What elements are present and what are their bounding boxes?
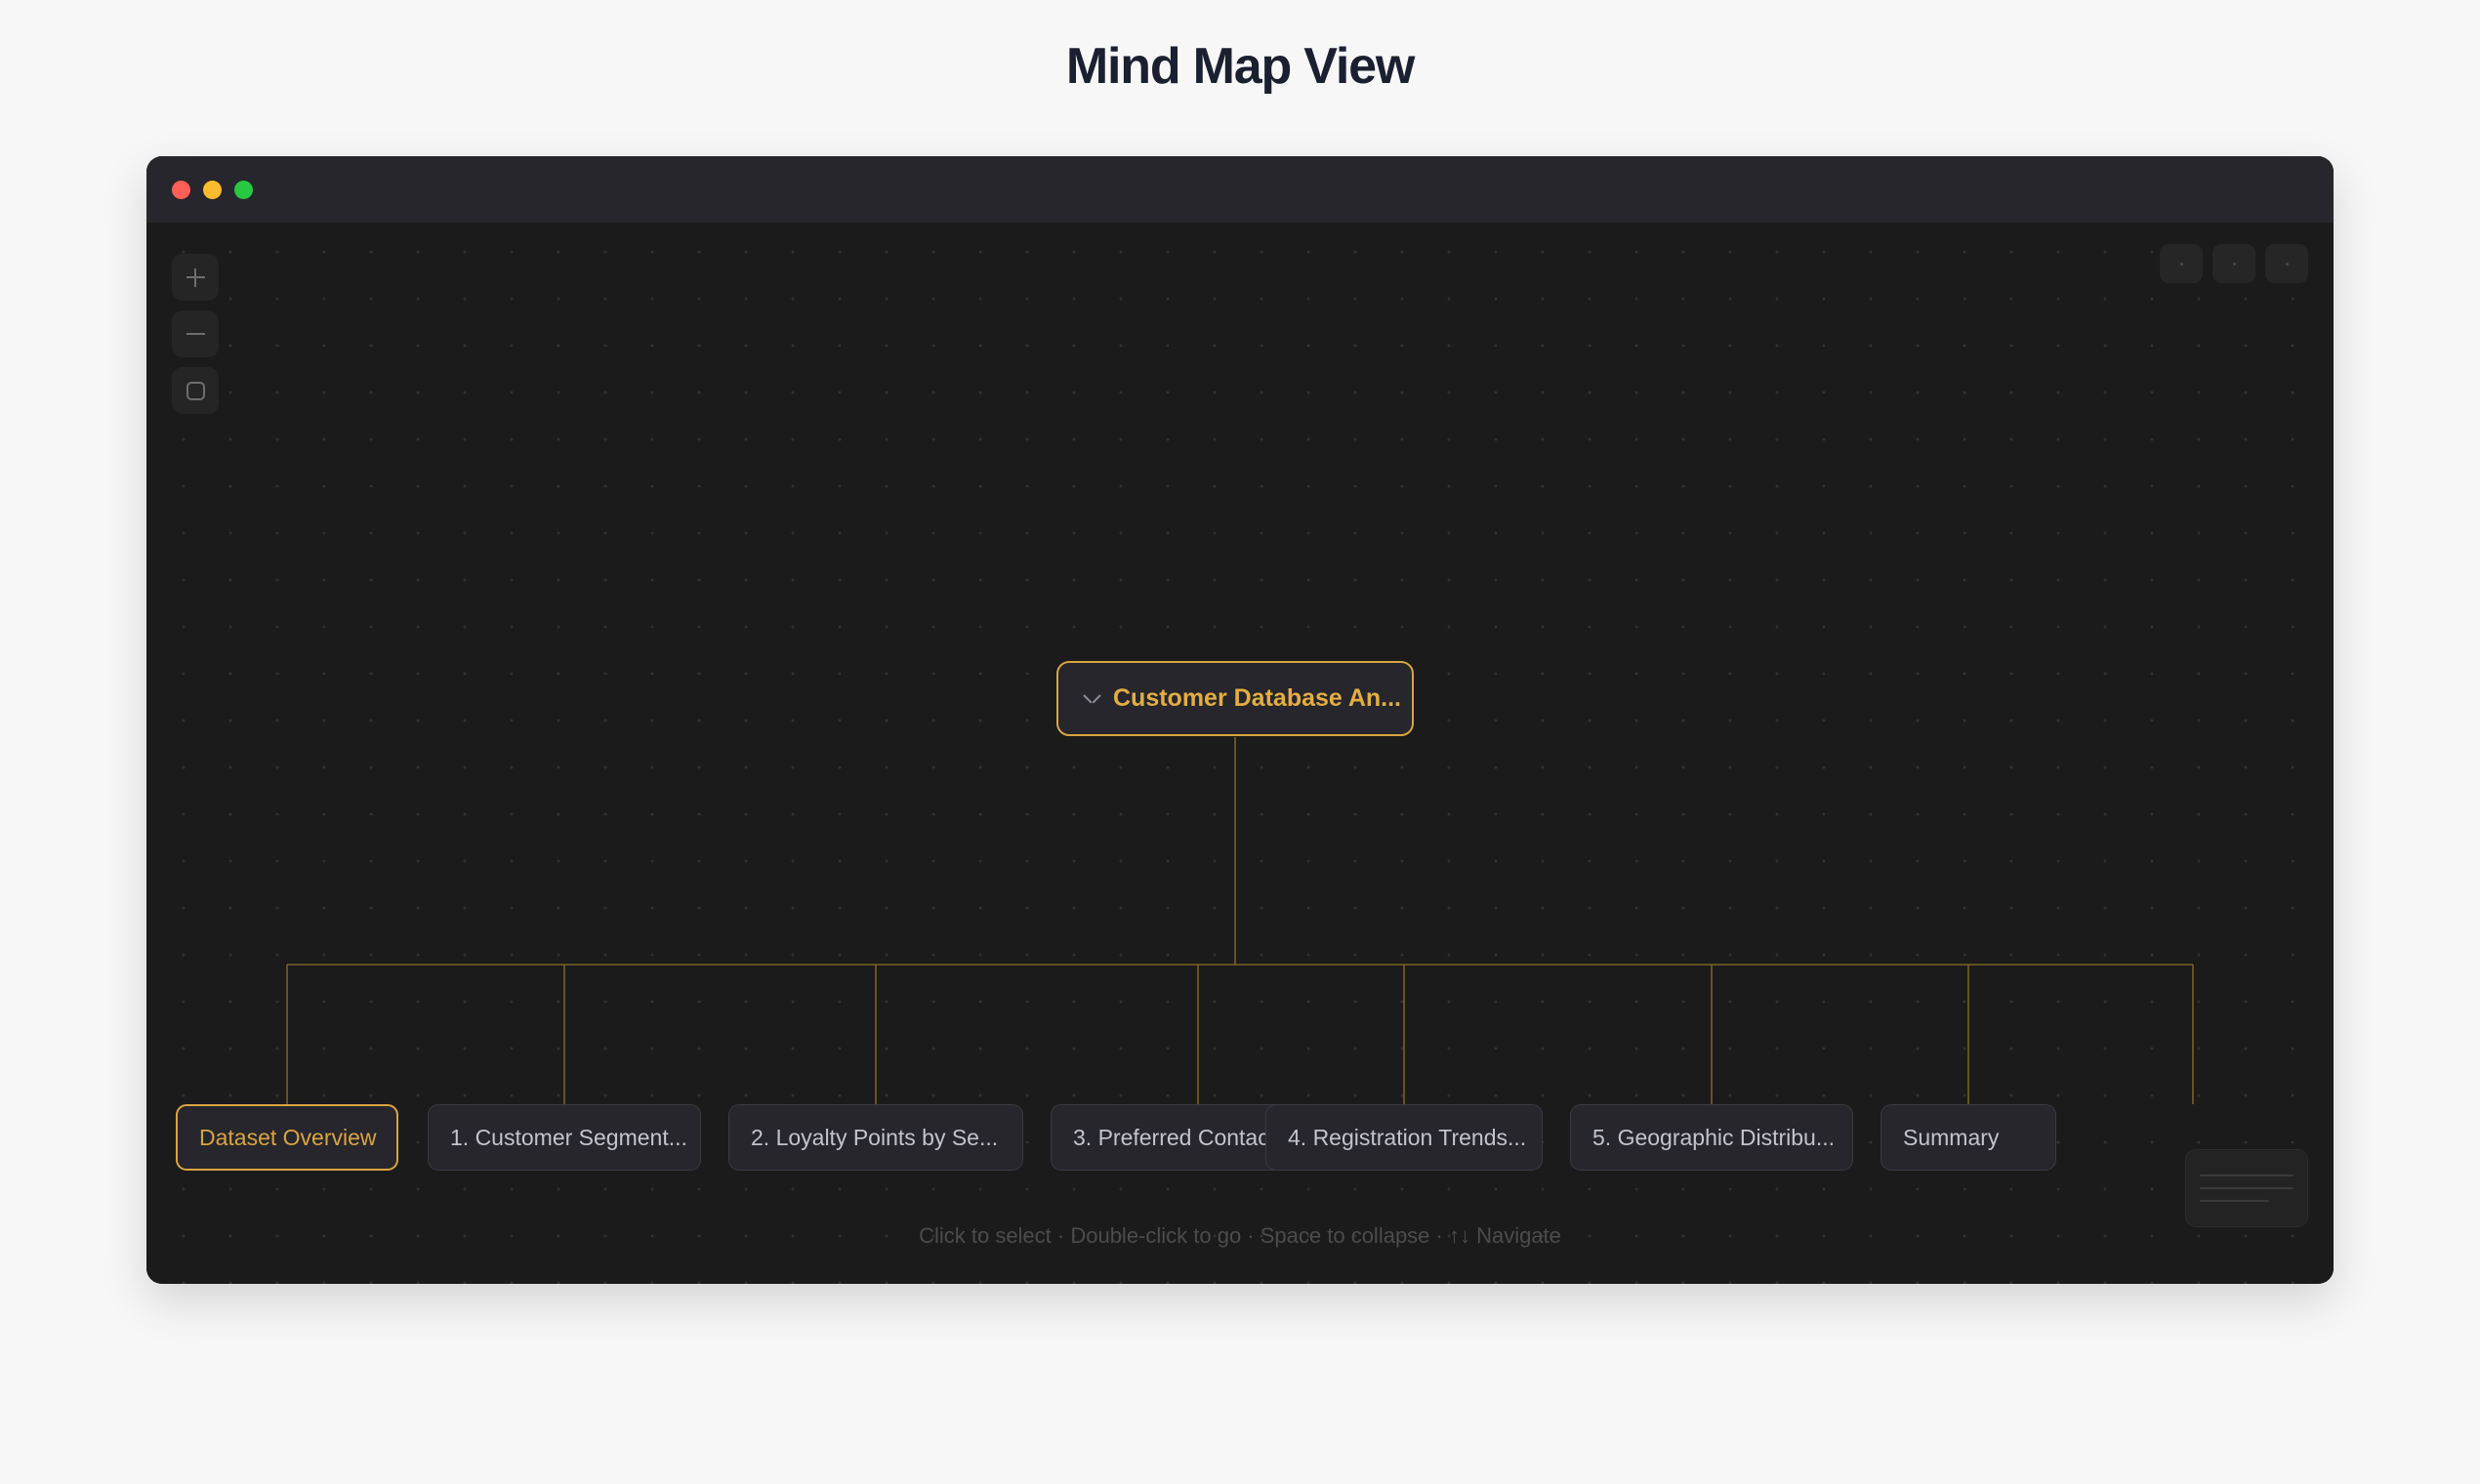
minimize-button[interactable] [203,180,222,199]
mindmap-node-label: Dataset Overview [199,1124,377,1150]
dot-icon [2179,262,2183,266]
mindmap-node-label: 5. Geographic Distribu... [1592,1124,1836,1150]
mindmap-node-label: 4. Registration Trends... [1288,1124,1527,1150]
mindmap-node-loyalty-points[interactable]: 2. Loyalty Points by Se... [728,1104,1023,1171]
window-title-bar [146,156,2334,223]
zoom-controls [172,254,219,414]
zoom-out-button[interactable] [172,310,219,357]
fit-view-button[interactable] [172,367,219,414]
mindmap-canvas[interactable]: Customer Database An... Dataset Overview… [146,223,2334,1284]
app-window: Customer Database An... Dataset Overview… [146,156,2334,1284]
mindmap-edges [286,737,2194,1104]
plus-icon [186,268,205,287]
mindmap-node-customer-segment[interactable]: 1. Customer Segment... [428,1104,701,1171]
mindmap-node-label: Summary [1903,1124,2000,1150]
close-button[interactable] [172,180,190,199]
dot-icon [2285,262,2289,266]
mindmap-root-node[interactable]: Customer Database An... [1056,661,1414,736]
maximize-button[interactable] [234,180,253,199]
mindmap-node-label: 1. Customer Segment... [450,1124,687,1150]
minimap-line [2200,1187,2294,1189]
mindmap-node-label: 3. Preferred Contact [1073,1124,1276,1150]
minus-icon [186,325,205,344]
mindmap-node-dataset-overview[interactable]: Dataset Overview [176,1104,398,1171]
toolbar-button-1[interactable] [2160,244,2203,283]
toolbar-button-3[interactable] [2265,244,2308,283]
top-right-controls [2160,244,2308,283]
mindmap-node-registration-trends[interactable]: 4. Registration Trends... [1265,1104,1543,1171]
minimap-line [2200,1175,2294,1176]
page-title: Mind Map View [1065,38,1415,95]
mindmap-root-label: Customer Database An... [1113,684,1401,712]
mindmap-node-label: 2. Loyalty Points by Se... [751,1124,999,1150]
chevron-down-icon[interactable] [1084,694,1100,704]
minimap-panel[interactable] [2185,1149,2308,1227]
keyboard-hint-text: Click to select · Double-click to go · S… [919,1223,1561,1248]
dot-icon [2232,262,2236,266]
zoom-in-button[interactable] [172,254,219,301]
minimap-line [2200,1200,2270,1202]
mindmap-node-geographic-distribution[interactable]: 5. Geographic Distribu... [1570,1104,1853,1171]
mindmap-node-summary[interactable]: Summary [1881,1104,2056,1171]
square-icon [186,381,205,400]
toolbar-button-2[interactable] [2212,244,2255,283]
